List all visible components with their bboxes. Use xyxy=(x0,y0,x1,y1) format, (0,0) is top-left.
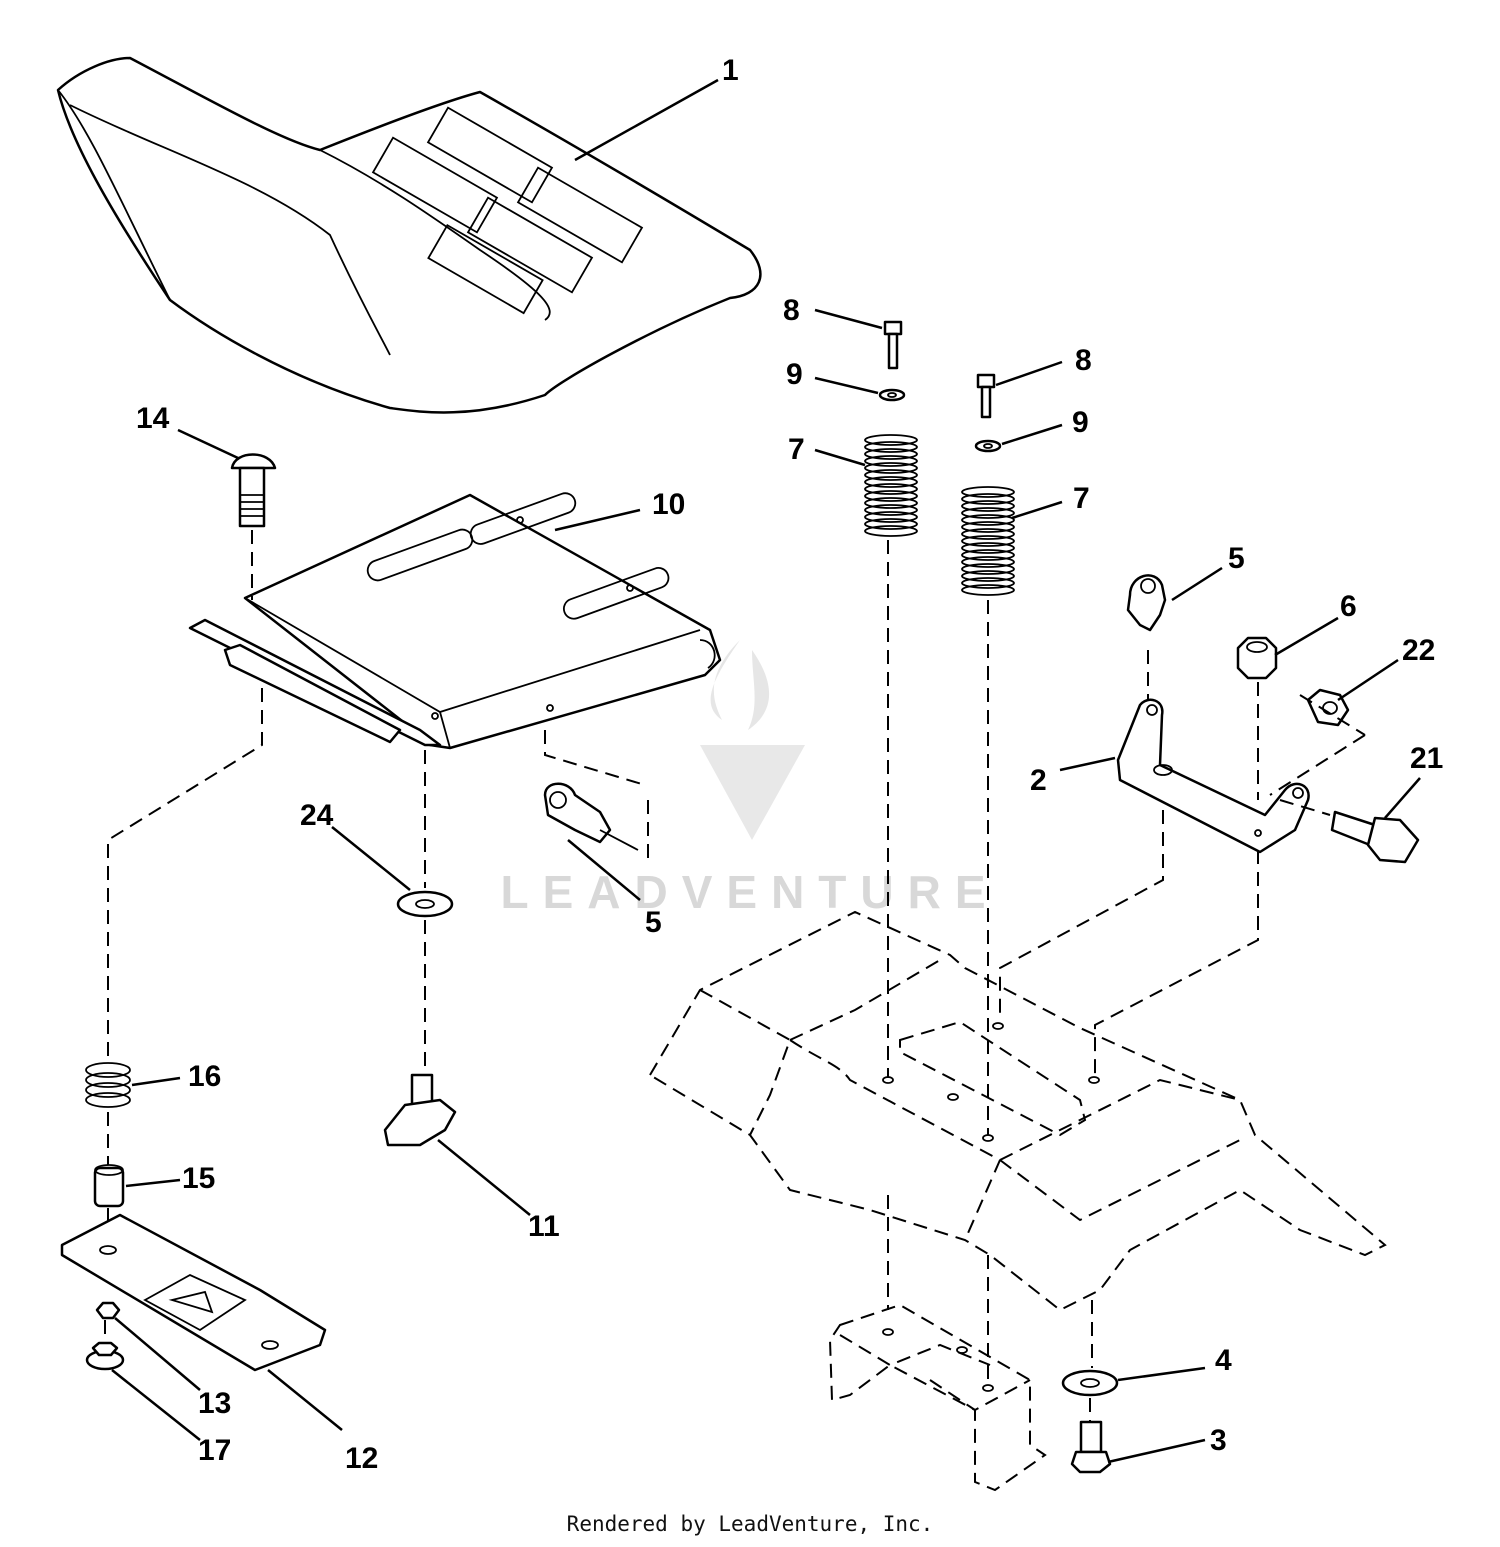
spring-coil xyxy=(864,448,918,460)
leadventure-watermark: LEADVENTURE xyxy=(500,640,999,918)
left-assembly-line xyxy=(107,688,263,1060)
spring-coil xyxy=(864,476,918,488)
spring-coil xyxy=(961,500,1015,512)
spring-coil xyxy=(864,462,918,474)
callout-3: 3 xyxy=(1210,1424,1227,1457)
spring-coil xyxy=(961,577,1015,589)
part-washer-9-left xyxy=(814,376,906,402)
callout-2: 2 xyxy=(1030,764,1047,797)
part-bolt-8-left xyxy=(814,308,903,370)
spring-coil xyxy=(864,483,918,495)
part-lock-nut-6 xyxy=(1236,616,1339,800)
spring-coil xyxy=(961,563,1015,575)
callout-4: 4 xyxy=(1215,1344,1232,1377)
spring-coil xyxy=(961,542,1015,554)
callout-7-left: 7 xyxy=(788,433,805,466)
part-nut-22 xyxy=(1269,658,1399,796)
spring-coil xyxy=(961,514,1015,526)
callout-8-left: 8 xyxy=(783,294,800,327)
callout-1: 1 xyxy=(722,54,739,87)
frame-outline xyxy=(648,910,1387,1492)
part-carriage-bolt xyxy=(177,428,277,600)
callout-8-right: 8 xyxy=(1075,344,1092,377)
part-clip-right xyxy=(1126,566,1223,700)
spring-coil xyxy=(864,434,918,446)
callout-15: 15 xyxy=(182,1162,215,1195)
spring-coil xyxy=(864,525,918,537)
watermark-text: LEADVENTURE xyxy=(500,866,999,918)
footer-credit: Rendered by LeadVenture, Inc. xyxy=(566,1512,934,1536)
spring-coil xyxy=(961,584,1015,596)
part-washer-9-right xyxy=(974,423,1063,453)
callout-21: 21 xyxy=(1410,742,1443,775)
part-bolt-3 xyxy=(1070,1420,1206,1474)
callout-17: 17 xyxy=(198,1434,231,1467)
part-spring-7-left xyxy=(864,434,918,537)
callout-6: 6 xyxy=(1340,590,1357,623)
callout-7-right: 7 xyxy=(1073,482,1090,515)
spring-coil xyxy=(864,469,918,481)
part-seat xyxy=(56,56,762,414)
callout-13: 13 xyxy=(198,1387,231,1420)
part-flange-nut-17 xyxy=(85,1320,201,1441)
callout-9-left: 9 xyxy=(786,358,803,391)
spring-coil xyxy=(864,497,918,509)
spring-coil xyxy=(864,504,918,516)
part-bracket-plate xyxy=(60,1213,343,1431)
callout-5-left: 5 xyxy=(645,906,662,939)
spring-coil xyxy=(961,493,1015,505)
callout-12: 12 xyxy=(345,1442,378,1475)
spring-coil xyxy=(961,549,1015,561)
callout-labels: 1 14 10 8 9 7 8 9 7 5 6 22 2 21 24 5 16 … xyxy=(136,54,1443,1475)
part-bracket-2 xyxy=(999,698,1310,1075)
part-bolt-8-right xyxy=(976,360,1063,419)
part-spring-7-right xyxy=(961,486,1015,596)
part-washer-24 xyxy=(331,750,454,1075)
spring-coil xyxy=(864,441,918,453)
part-washer-4 xyxy=(1061,1366,1206,1422)
spring-coil xyxy=(961,521,1015,533)
spring-coil xyxy=(961,556,1015,568)
spring-coil xyxy=(961,528,1015,540)
spring-coil xyxy=(864,511,918,523)
spring-coil xyxy=(961,507,1015,519)
spring-coil xyxy=(961,486,1015,498)
spring-coil xyxy=(864,518,918,530)
part-seat-pan xyxy=(188,492,722,750)
spring-coil xyxy=(864,490,918,502)
part-nut-13 xyxy=(95,1301,201,1391)
part-clip-left xyxy=(543,730,649,901)
spring-coil xyxy=(961,570,1015,582)
callout-5-right: 5 xyxy=(1228,542,1245,575)
part-spring-16 xyxy=(85,1062,181,1165)
part-knob xyxy=(383,1073,531,1216)
spring-coil xyxy=(961,535,1015,547)
callout-24: 24 xyxy=(300,799,334,832)
callout-11: 11 xyxy=(528,1210,560,1243)
callout-22: 22 xyxy=(1402,634,1435,667)
watermark-flame-icon xyxy=(710,640,770,730)
callout-14: 14 xyxy=(136,402,170,435)
spring-coil xyxy=(864,455,918,467)
part-shoulder-bolt-21 xyxy=(1279,777,1421,864)
callout-9-right: 9 xyxy=(1072,406,1089,439)
callout-10: 10 xyxy=(652,488,685,521)
watermark-v-icon xyxy=(700,745,805,840)
callout-16: 16 xyxy=(188,1060,221,1093)
